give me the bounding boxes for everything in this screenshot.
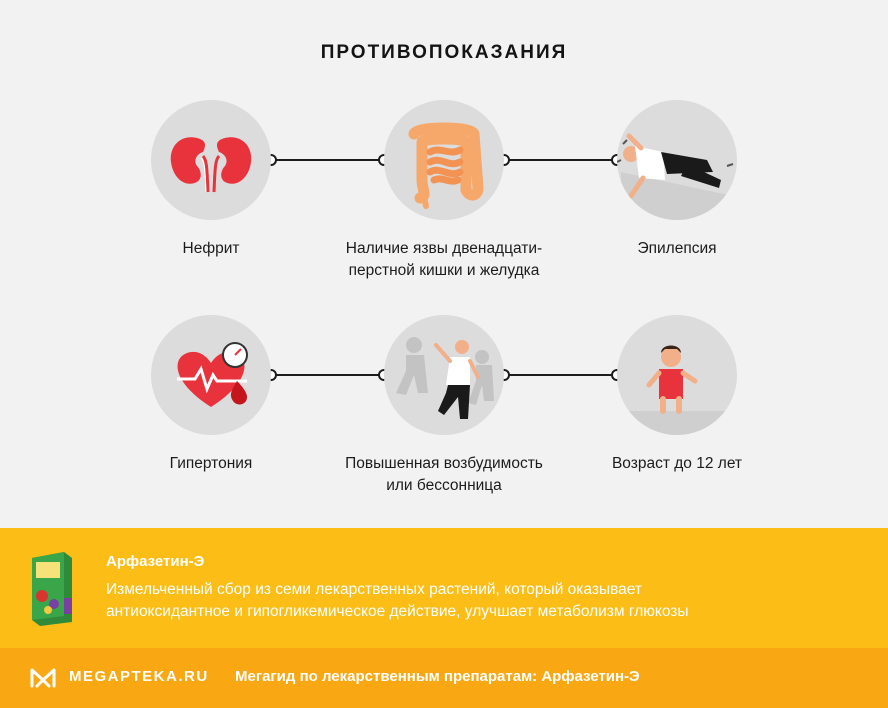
label-epilepsy: Эпилепсия (637, 240, 717, 257)
label-hypertension: Гипертония (169, 455, 253, 472)
label-excitability: Повышенная возбудимость или бессонница (345, 455, 543, 494)
product-package-image (28, 548, 76, 628)
connector-line (271, 159, 384, 161)
label-ulcer: Наличие язвы двенадцати- перстной кишки … (345, 240, 543, 279)
product-description: Измельченный сбор из семи лекарственных … (106, 581, 689, 620)
logo-text[interactable]: MEGAPTEKA.RU (69, 668, 209, 685)
connector-line (271, 374, 384, 376)
child-icon (617, 315, 737, 435)
product-name: Арфазетин-Э (106, 553, 205, 570)
footer-tagline: Мегагид по лекарственным препаратам: Арф… (235, 668, 640, 685)
label-age: Возраст до 12 лет (611, 455, 743, 472)
kidneys-icon (151, 100, 271, 220)
megapteka-logo-icon[interactable] (30, 666, 56, 688)
connector-line (504, 374, 617, 376)
label-nephritis: Нефрит (182, 240, 240, 257)
epilepsy-seizure-icon (617, 100, 737, 220)
agitated-person-icon (384, 315, 504, 435)
heart-pressure-icon (151, 315, 271, 435)
page-title: ПРОТИВОПОКАЗАНИЯ (320, 42, 568, 63)
intestines-icon (384, 100, 504, 220)
footer (0, 648, 888, 708)
product-band (0, 528, 888, 648)
connector-line (504, 159, 617, 161)
